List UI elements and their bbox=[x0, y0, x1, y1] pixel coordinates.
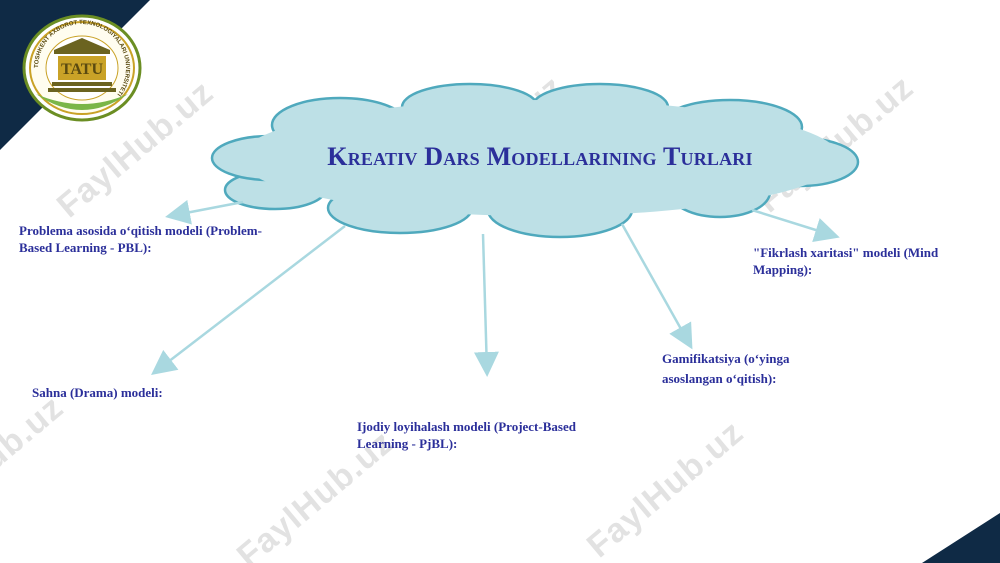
arrow-to-drama bbox=[151, 225, 346, 376]
arrow-to-mind-mapping bbox=[751, 208, 840, 242]
model-label-gamification: Gamifikatsiya (o‘yinga asoslangan o‘qiti… bbox=[662, 351, 790, 386]
model-label-pjbl: Ijodiy loyihalash modeli (Project-Based … bbox=[357, 419, 576, 451]
logo-text: TATU bbox=[61, 61, 104, 78]
slide-title: Kreativ Dars Modellarining Turlari bbox=[327, 142, 753, 171]
model-label-pbl: Problema asosida o‘qitish modeli (Proble… bbox=[19, 223, 262, 255]
corner-decoration-bottom-right bbox=[922, 513, 1000, 563]
arrows bbox=[151, 199, 840, 377]
university-logo: TOSHKENT AXBOROT TEXNOLOGIYALARI UNIVERS… bbox=[22, 14, 142, 122]
cloud-shape bbox=[210, 82, 860, 239]
model-label-mind-mapping: "Fikrlash xaritasi" modeli (Mind Mapping… bbox=[753, 245, 939, 277]
arrow-to-pjbl bbox=[473, 233, 499, 377]
arrow-to-pbl bbox=[165, 199, 244, 225]
model-label-drama: Sahna (Drama) modeli: bbox=[32, 385, 163, 400]
arrow-to-gamification bbox=[620, 223, 693, 350]
